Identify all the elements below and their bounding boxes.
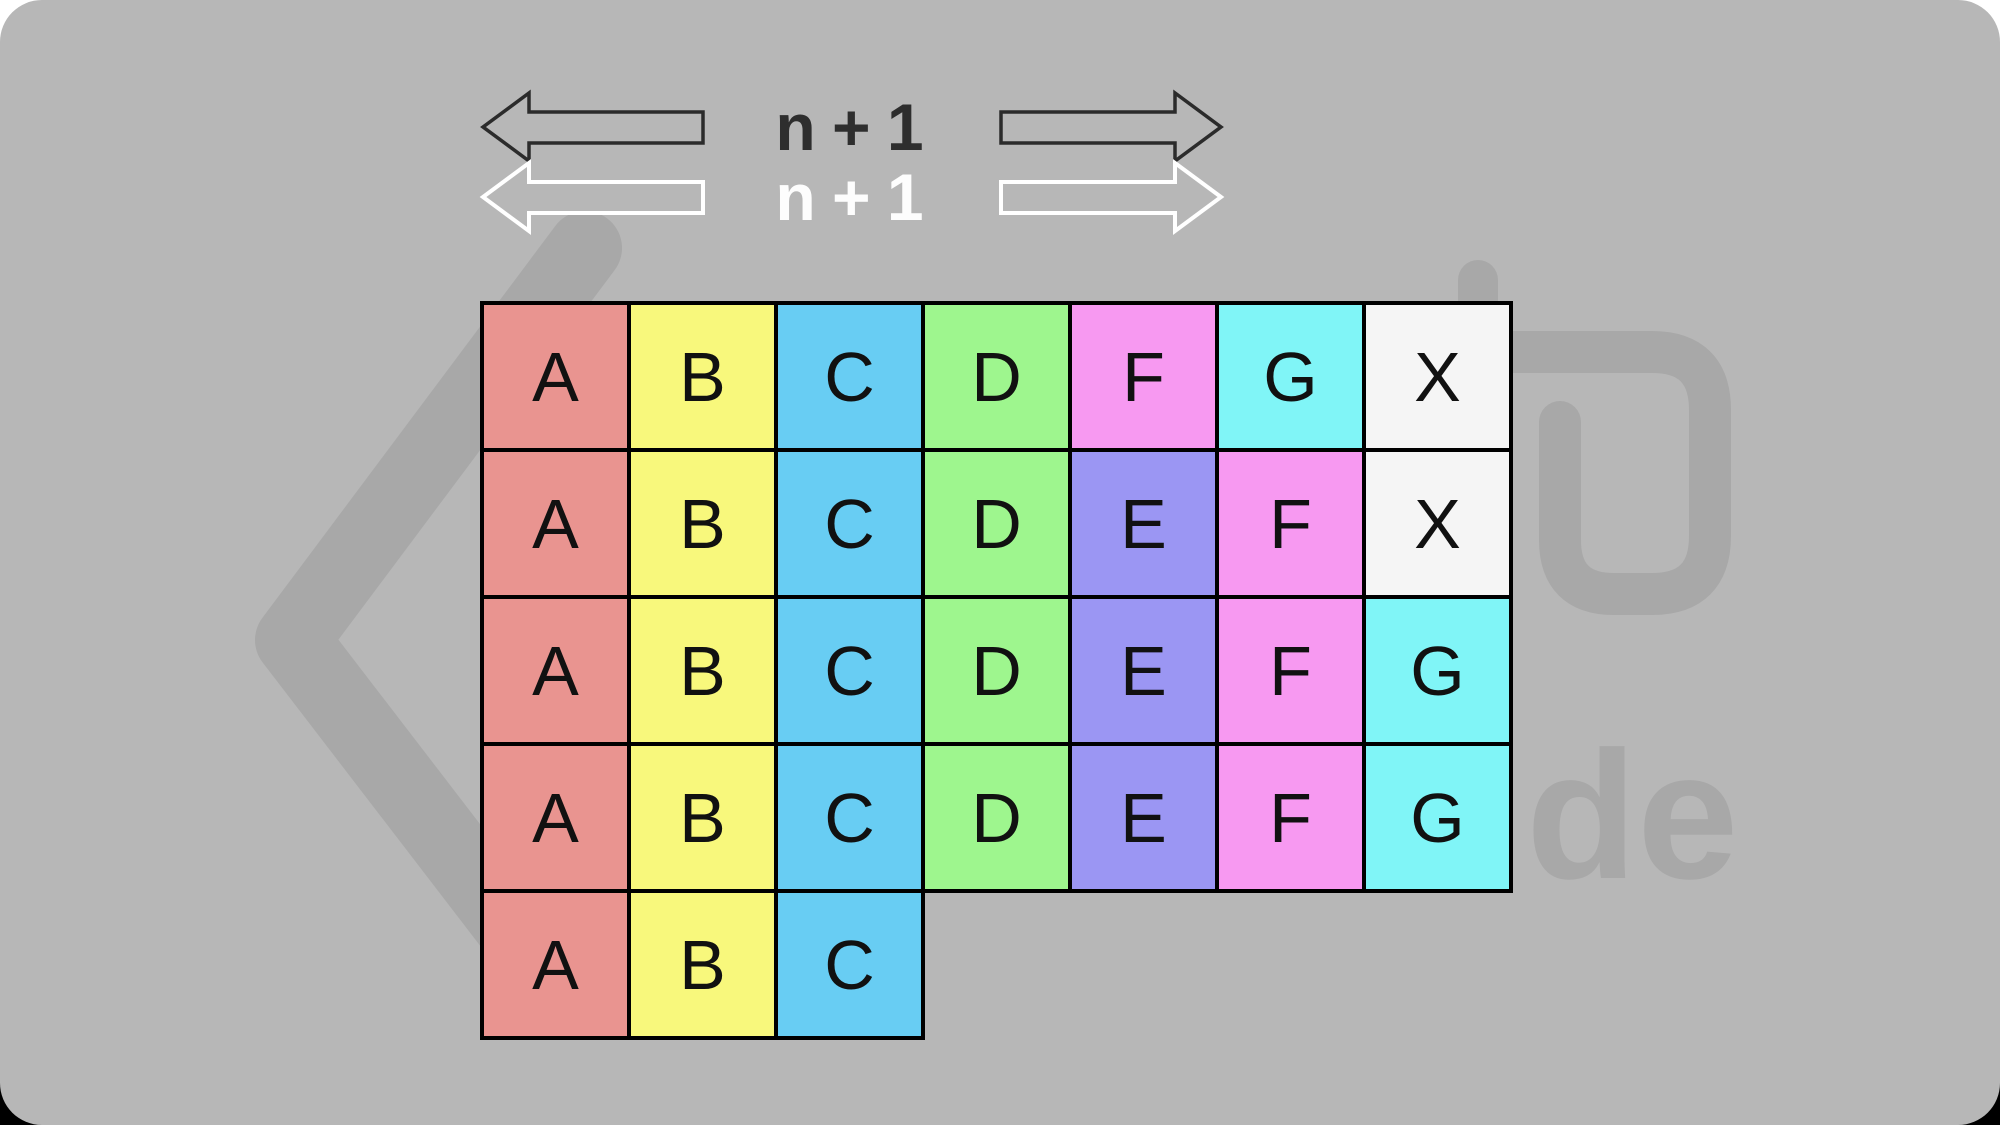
grid-cell-letter: F <box>1269 631 1312 710</box>
grid-cell: E <box>1072 746 1215 889</box>
grid-cell: D <box>925 305 1068 448</box>
grid-cell-letter: C <box>824 925 875 1004</box>
grid-cell-letter: B <box>679 925 726 1004</box>
grid-cell: A <box>484 305 627 448</box>
grid-cell-letter: C <box>824 484 875 563</box>
grid-cell: G <box>1219 305 1362 448</box>
grid-cell: F <box>1219 599 1362 742</box>
grid-cell: B <box>631 599 774 742</box>
grid-cell: F <box>1072 305 1215 448</box>
grid-cell: E <box>1072 452 1215 595</box>
grid-cell-letter: B <box>679 778 726 857</box>
left-arrow-dark-icon <box>480 89 705 165</box>
right-arrow-dark-icon <box>999 89 1224 165</box>
watermark-ring-shape-icon <box>1411 331 1731 615</box>
letter-grid-tail: A B C <box>480 889 925 1040</box>
grid-cell-letter: E <box>1120 631 1167 710</box>
grid-cell-letter: E <box>1120 778 1167 857</box>
grid-cell-letter: B <box>679 484 726 563</box>
grid-cell: F <box>1219 746 1362 889</box>
grid-cell-letter: B <box>679 337 726 416</box>
grid-cell: D <box>925 599 1068 742</box>
top-span-label: n + 1 <box>775 90 923 164</box>
grid-cell-letter: D <box>971 484 1022 563</box>
grid-cell: B <box>631 452 774 595</box>
grid-cell: X <box>1366 452 1509 595</box>
right-arrow-white-icon <box>999 159 1225 235</box>
grid-cell-letter: X <box>1414 337 1461 416</box>
grid-cell: B <box>631 893 774 1036</box>
grid-cell-letter: A <box>532 337 579 416</box>
grid-cell: A <box>484 599 627 742</box>
grid-cell: D <box>925 746 1068 889</box>
grid-cell: C <box>778 893 921 1036</box>
grid-cell-letter: G <box>1410 631 1465 710</box>
grid-cell: B <box>631 746 774 889</box>
grid-cell: G <box>1366 746 1509 889</box>
grid-cell: A <box>484 893 627 1036</box>
grid-cell: E <box>1072 599 1215 742</box>
grid-cell-letter: A <box>532 925 579 1004</box>
grid-cell: X <box>1366 305 1509 448</box>
grid-cell: B <box>631 305 774 448</box>
grid-cell-letter: B <box>679 631 726 710</box>
watermark-text-fragment: de <box>1526 713 1738 917</box>
grid-cell-letter: X <box>1414 484 1461 563</box>
left-arrow-white-icon <box>479 159 705 235</box>
grid-cell: F <box>1219 452 1362 595</box>
grid-cell-letter: E <box>1120 484 1167 563</box>
grid-cell-letter: C <box>824 778 875 857</box>
grid-cell: A <box>484 452 627 595</box>
grid-cell-letter: A <box>532 484 579 563</box>
grid-cell-letter: F <box>1269 484 1312 563</box>
grid-cell: A <box>484 746 627 889</box>
grid-cell-letter: D <box>971 778 1022 857</box>
grid-cell: G <box>1366 599 1509 742</box>
grid-cell-letter: C <box>824 631 875 710</box>
grid-cell-letter: D <box>971 631 1022 710</box>
grid-cell: D <box>925 452 1068 595</box>
grid-cell: C <box>778 452 921 595</box>
bottom-span-label: n + 1 <box>775 160 923 234</box>
grid-cell-letter: G <box>1263 337 1318 416</box>
grid-cell-letter: C <box>824 337 875 416</box>
grid-cell-letter: A <box>532 631 579 710</box>
grid-cell-letter: F <box>1269 778 1312 857</box>
grid-cell: C <box>778 599 921 742</box>
grid-cell-letter: D <box>971 337 1022 416</box>
grid-cell: C <box>778 746 921 889</box>
grid-cell-letter: A <box>532 778 579 857</box>
grid-cell: C <box>778 305 921 448</box>
grid-cell-letter: F <box>1122 337 1165 416</box>
grid-cell-letter: G <box>1410 778 1465 857</box>
